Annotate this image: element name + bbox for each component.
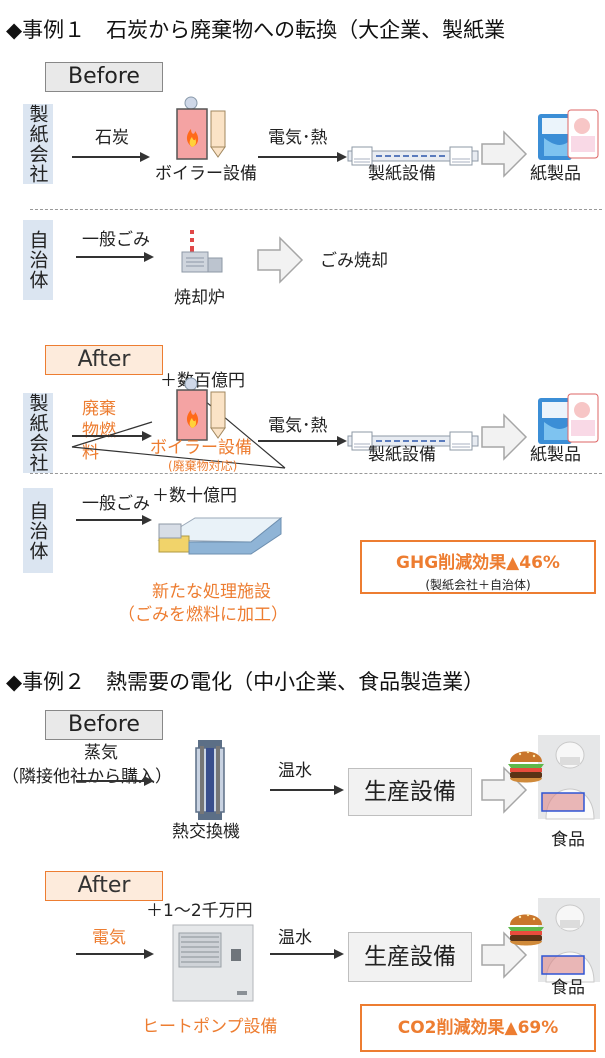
incinerator-label: 焼却炉 — [174, 288, 225, 308]
power-heat-label: 電気･熱 — [268, 416, 328, 436]
ghg-effect-label: GHG削減効果▲46% — [396, 553, 560, 573]
general-waste-label: 一般ごみ — [82, 230, 150, 250]
case1-heading: ◆事例１ 石炭から廃棄物への転換（大企業、製紙業 — [6, 18, 506, 42]
sidebar-municipality: 自治体 — [23, 488, 53, 573]
hot-water-label: 温水 — [278, 761, 312, 781]
heat-exchanger-icon — [195, 740, 225, 820]
heat-pump-icon — [172, 924, 254, 1002]
electricity-label: 電気 — [92, 928, 126, 948]
production-facility-box: 生産設備 — [348, 932, 472, 982]
ghg-effect-note: (製紙会社＋自治体) — [425, 578, 531, 592]
co2-effect-box: CO2削減効果▲69% — [360, 1004, 596, 1052]
general-waste-label: 一般ごみ — [82, 494, 150, 514]
divider — [30, 473, 602, 474]
paper-facility-label: 製紙設備 — [368, 445, 436, 465]
case2-after-tag: After — [45, 871, 163, 901]
new-facility-icon — [157, 516, 283, 555]
hot-water-label: 温水 — [278, 928, 312, 948]
cost-facility-label: ＋数十億円 — [152, 486, 237, 506]
coal-label: 石炭 — [95, 128, 129, 148]
food-label: 食品 — [551, 830, 585, 850]
new-facility-note-label: （ごみを燃料に加工） — [118, 605, 288, 625]
boiler-label: ボイラー設備 — [150, 438, 252, 458]
paper-products-label: 紙製品 — [530, 445, 581, 465]
paper-facility-label: 製紙設備 — [368, 164, 436, 184]
co2-effect-label: CO2削減効果▲69% — [397, 1018, 559, 1038]
case1-after-tag: After — [45, 345, 163, 375]
cost-label: ＋1～2千万円 — [146, 901, 253, 921]
divider — [30, 209, 602, 210]
food-worker-photo — [537, 897, 601, 983]
boiler-label: ボイラー設備 — [155, 164, 257, 184]
new-facility-label: 新たな処理施設 — [152, 582, 271, 602]
case2-heading: ◆事例２ 熱需要の電化（中小企業、食品製造業） — [6, 670, 485, 694]
production-facility-box: 生産設備 — [348, 768, 472, 816]
heat-exchanger-label: 熱交換機 — [172, 822, 240, 842]
steam-label: 蒸気 — [84, 743, 118, 763]
power-heat-label: 電気･熱 — [268, 128, 328, 148]
boiler-note-label: (廃棄物対応) — [168, 459, 238, 473]
cost-boiler-label: ＋数百億円 — [160, 371, 245, 391]
ghg-effect-box: GHG削減効果▲46% (製紙会社＋自治体) — [360, 540, 596, 594]
incineration-label: ごみ焼却 — [320, 251, 388, 271]
food-label: 食品 — [551, 978, 585, 998]
hamburger-icon — [508, 913, 544, 946]
heat-pump-label: ヒートポンプ設備 — [142, 1017, 278, 1037]
case1-before-tag: Before — [45, 62, 163, 92]
sidebar-paper-company: 製紙会社 — [23, 104, 53, 184]
sidebar-paper-company: 製紙会社 — [23, 393, 53, 473]
paper-products-label: 紙製品 — [530, 164, 581, 184]
case2-before-tag: Before — [45, 710, 163, 740]
sidebar-municipality: 自治体 — [23, 220, 53, 300]
